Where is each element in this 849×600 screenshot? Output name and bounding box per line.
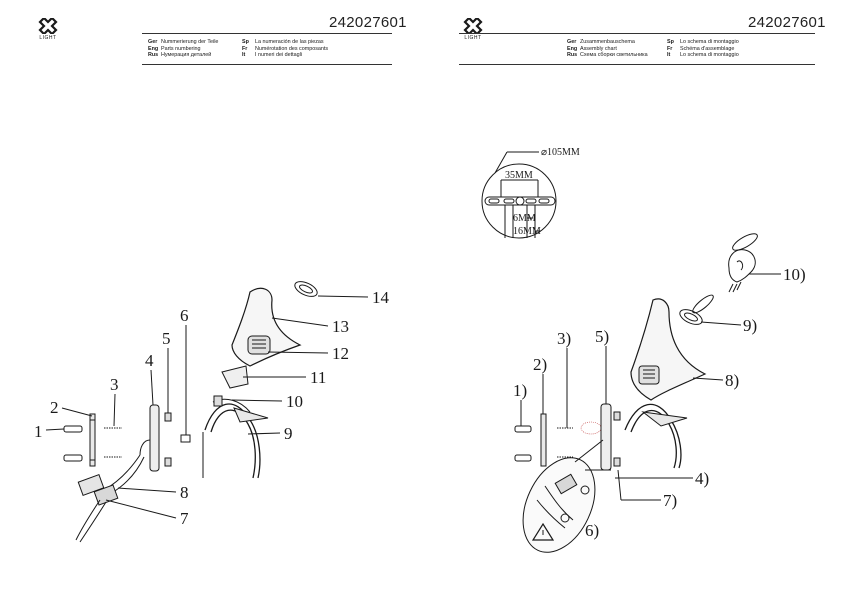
header-rule bbox=[142, 33, 392, 34]
callout-3: 3) bbox=[557, 329, 571, 348]
callout-7: 7 bbox=[180, 509, 189, 528]
callout-2: 2 bbox=[50, 398, 59, 417]
callout-8: 8) bbox=[725, 371, 739, 390]
callout-1: 1 bbox=[34, 422, 43, 441]
header-rule-bottom bbox=[142, 64, 392, 65]
callout-13: 13 bbox=[332, 317, 349, 336]
callout-5: 5) bbox=[595, 327, 609, 346]
terminal-block-part bbox=[75, 454, 145, 543]
cap-nut-part bbox=[613, 411, 621, 421]
lamp-arm-part bbox=[624, 403, 688, 469]
leader-lines bbox=[520, 273, 781, 501]
part-callouts: 1 2 3 4 5 6 7 8 9 10 11 12 13 14 bbox=[34, 288, 390, 528]
article-number: 242027601 bbox=[748, 14, 826, 31]
callout-4: 4 bbox=[145, 351, 154, 370]
callout-14: 14 bbox=[372, 288, 390, 307]
lamp-holder-part bbox=[212, 395, 269, 423]
callout-1: 1) bbox=[513, 381, 527, 400]
wiring-detail bbox=[522, 439, 611, 553]
screw-part bbox=[557, 421, 602, 458]
glass-shade-part bbox=[630, 298, 707, 401]
callout-5: 5 bbox=[162, 329, 171, 348]
callout-4: 4) bbox=[695, 469, 709, 488]
brand-logo: LIGHT bbox=[461, 18, 485, 41]
mounting-plate-detail bbox=[481, 151, 557, 239]
canopy-part bbox=[139, 404, 160, 472]
dimension-labels: ⌀105MM 35MM 6MM 16MM bbox=[505, 147, 580, 237]
canopy-part bbox=[600, 403, 612, 471]
callout-10: 10) bbox=[783, 265, 806, 284]
callout-11: 11 bbox=[310, 368, 326, 387]
callout-6: 6) bbox=[585, 521, 599, 540]
cap-nut-part bbox=[164, 412, 172, 467]
width-dimension: 16MM bbox=[513, 226, 541, 237]
bulb-part bbox=[247, 335, 271, 355]
spacing-dimension: 35MM bbox=[505, 170, 533, 181]
callout-2: 2) bbox=[533, 355, 547, 374]
callout-8: 8 bbox=[180, 483, 189, 502]
brand-logo: LIGHT bbox=[36, 18, 60, 41]
step-callouts: 1) 2) 3) 4) 5) 6) 7) 8) 9) 10) bbox=[513, 265, 806, 540]
callout-7: 7) bbox=[663, 491, 677, 510]
callout-6: 6 bbox=[180, 306, 189, 325]
brand-name: LIGHT bbox=[464, 35, 482, 41]
shade-adapter-part bbox=[221, 365, 249, 389]
header-rule bbox=[459, 33, 815, 34]
mounting-plate-part bbox=[540, 413, 547, 467]
light-bulb-part bbox=[728, 233, 758, 293]
hole-dimension: 6MM bbox=[513, 213, 536, 224]
assembly-drawing: ⌀105MM 35MM 6MM 16MM bbox=[481, 147, 806, 553]
callout-10: 10 bbox=[286, 392, 303, 411]
callout-9: 9 bbox=[284, 424, 293, 443]
diameter-dimension: ⌀105MM bbox=[541, 147, 580, 158]
callout-9: 9) bbox=[743, 316, 757, 335]
logo-mark-icon bbox=[463, 18, 483, 34]
brand-name: LIGHT bbox=[39, 35, 57, 41]
callout-12: 12 bbox=[332, 344, 349, 363]
wall-plug-part bbox=[514, 425, 532, 462]
leader-lines bbox=[45, 295, 369, 519]
exploded-parts-drawing: 1 2 3 4 5 6 7 8 9 10 11 12 13 14 bbox=[34, 281, 390, 543]
cap-nut-part bbox=[613, 457, 621, 467]
wall-plug-part bbox=[63, 425, 83, 462]
screw-part bbox=[104, 427, 122, 458]
connector-part bbox=[180, 434, 191, 443]
mounting-plate-part bbox=[89, 413, 96, 467]
article-number: 242027601 bbox=[329, 14, 407, 31]
retaining-ring-part bbox=[294, 281, 318, 297]
logo-mark-icon bbox=[38, 18, 58, 34]
header-rule-bottom bbox=[459, 64, 815, 65]
callout-3: 3 bbox=[110, 375, 119, 394]
